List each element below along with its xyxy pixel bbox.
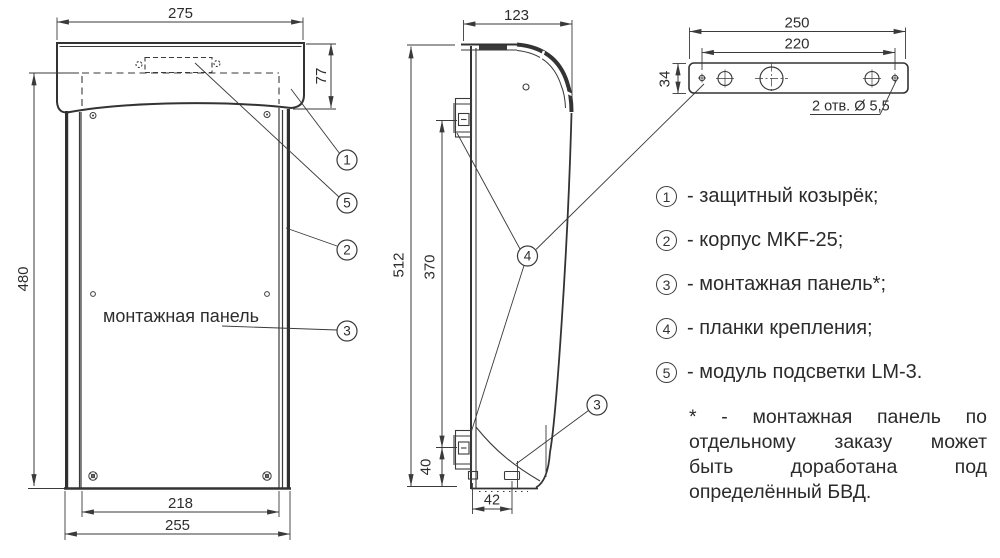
legend-num-1: 1 — [656, 186, 677, 207]
side-dimension-lines — [408, 21, 573, 512]
dim-front-height: 480 — [15, 266, 32, 291]
legend-num-5: 5 — [656, 362, 677, 383]
legend-item-2: 2 - корпус MKF-25; — [656, 229, 922, 251]
hidden-edges — [81, 72, 280, 106]
legend-text-3: - монтажная панель*; — [687, 273, 887, 295]
dim-side-height: 512 — [391, 252, 408, 277]
legend-item-3: 3 - монтажная панель*; — [656, 273, 922, 295]
dim-depth: 123 — [504, 7, 529, 24]
mounting-panel-label: монтажная панель — [103, 306, 259, 326]
hidden-strip-and-module — [135, 56, 221, 74]
callout-3-side: 3 — [593, 398, 601, 413]
callout-3-front: 3 — [343, 324, 351, 339]
footnote-line-4: определённый БВД. — [689, 481, 872, 503]
legend-text-1: - защитный козырёк; — [687, 185, 879, 207]
side-rails — [65, 109, 290, 488]
side-canopy-profile — [461, 42, 574, 113]
canopy-outline — [56, 42, 305, 114]
dim-canopy-height: 77 — [313, 68, 330, 85]
legend-text-2: - корпус MKF-25; — [687, 229, 844, 251]
dim-panel-width: 218 — [168, 495, 193, 512]
legend-item-1: 1 - защитный козырёк; — [656, 185, 922, 207]
dim-bracket-span: 370 — [422, 254, 439, 279]
dim-plate-hole-spacing: 220 — [784, 36, 809, 53]
callout-2: 2 — [343, 243, 351, 258]
dim-plate-length: 250 — [784, 15, 809, 32]
plate-outline — [688, 62, 909, 94]
bottom-clips — [467, 470, 521, 481]
legend-num-4: 4 — [656, 318, 677, 339]
dim-body-width: 255 — [165, 517, 190, 534]
side-front-edge — [471, 112, 573, 492]
legend-item-4: 4 - планки крепления; — [656, 317, 922, 339]
legend-item-5: 5 - модуль подсветки LM-3. — [656, 361, 923, 383]
mounting-panel — [28, 108, 291, 490]
callout-5: 5 — [343, 196, 351, 211]
side-callouts — [456, 83, 705, 465]
plate-view — [672, 27, 909, 115]
footnote: * - монтажная панель по отдельному заказ… — [689, 405, 987, 505]
bottom-bracket-side — [453, 429, 473, 470]
top-bracket-side — [453, 97, 473, 138]
holes-note-leader — [810, 79, 897, 115]
dim-bracket-bottom-offset: 40 — [418, 459, 435, 476]
front-callouts — [194, 62, 358, 342]
dim-front-width: 275 — [168, 5, 193, 22]
callout-4: 4 — [524, 249, 532, 264]
side-hole — [522, 83, 530, 91]
panel-screws-holes — [88, 111, 272, 481]
legend: 1 - защитный козырёк; 2 - корпус MKF-25;… — [656, 185, 923, 406]
footnote-line-3: быть доработана под — [689, 456, 987, 478]
side-view — [407, 20, 574, 514]
legend-text-4: - планки крепления; — [687, 317, 873, 339]
dim-plate-width: 34 — [657, 71, 674, 88]
callout-1: 1 — [343, 153, 351, 168]
plate-holes — [698, 63, 899, 94]
plate-dimension-lines — [675, 28, 906, 94]
dim-foot-offset: 42 — [484, 493, 500, 509]
legend-num-2: 2 — [656, 230, 677, 251]
legend-num-3: 3 — [656, 274, 677, 295]
plate-holes-note: 2 отв. Ø 5,5 — [812, 99, 890, 115]
footnote-line-1: * - монтажная панель по — [689, 406, 987, 428]
legend-text-5: - модуль подсветки LM-3. — [687, 361, 923, 383]
front-view — [28, 17, 336, 540]
front-dimension-lines — [31, 19, 334, 537]
footnote-line-2: отдельному заказу может — [689, 431, 987, 453]
